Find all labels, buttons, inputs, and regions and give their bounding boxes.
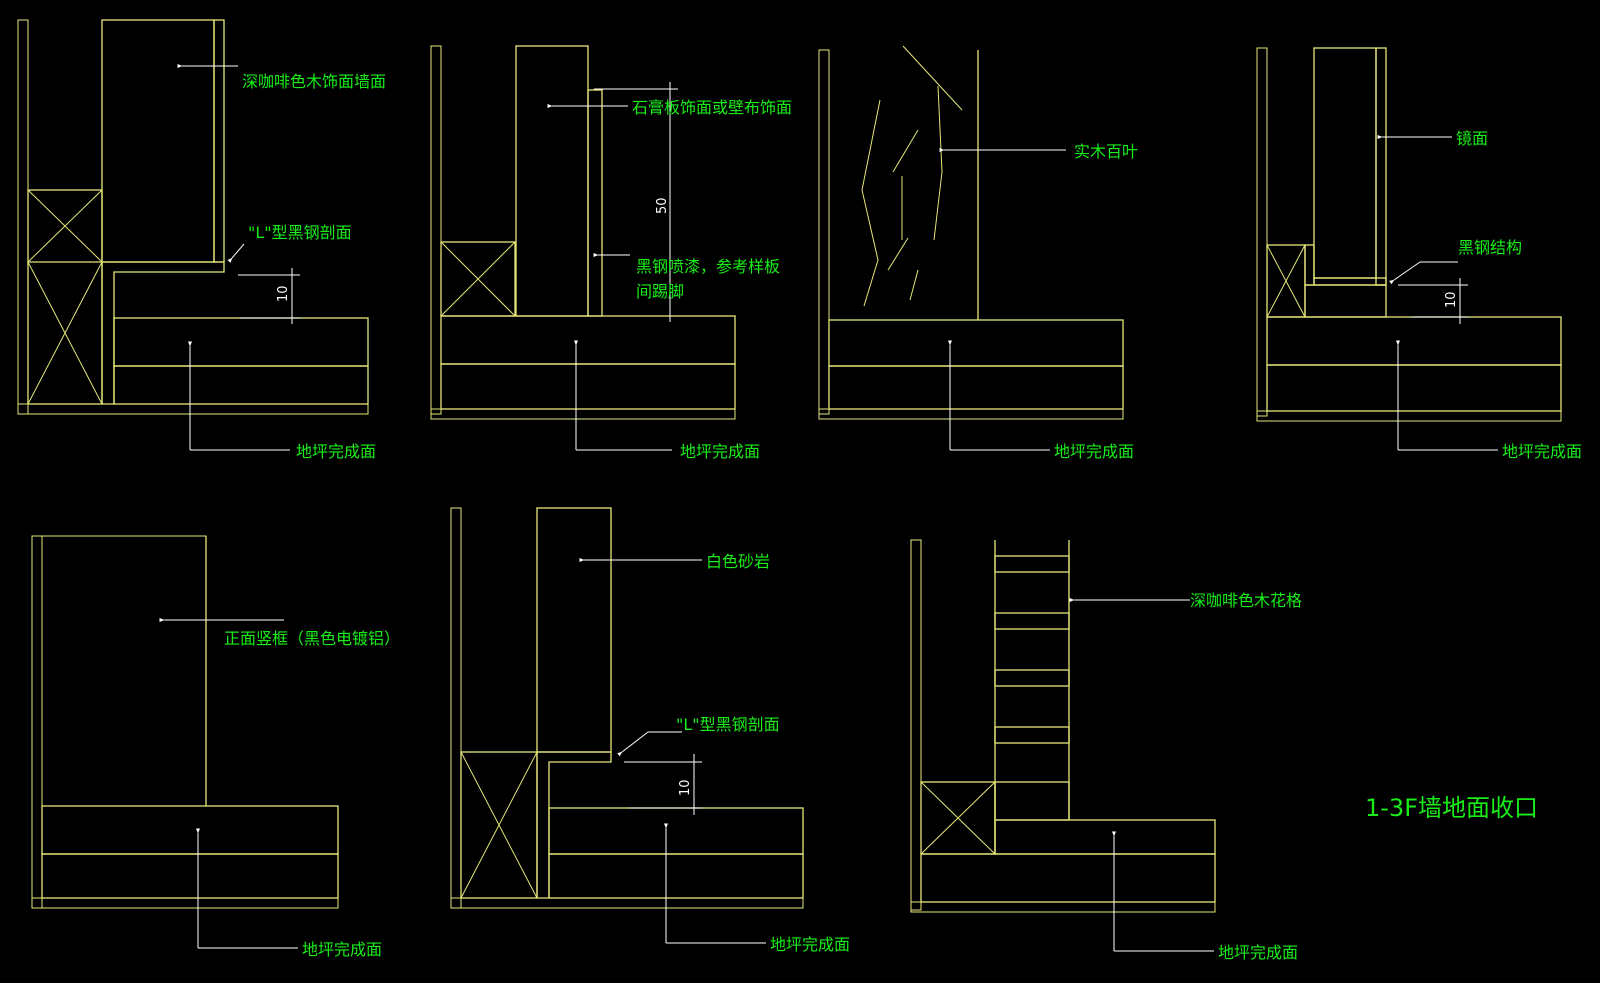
d1-leaders xyxy=(177,64,300,451)
detail-2: 50 石膏板饰面或壁布饰面 黑钢喷漆，参考样板 间踢脚 地坪完成面 xyxy=(430,45,792,461)
d1-structure xyxy=(17,19,369,415)
d5-label-frame: 正面竖框（黑色电镀铝） xyxy=(224,629,400,648)
d5-label-floor: 地坪完成面 xyxy=(302,940,382,959)
d2-structure xyxy=(430,45,736,420)
d3-louver-sketch-lines xyxy=(861,45,963,307)
d6-dim-10: 10 xyxy=(678,779,693,796)
d6-label-floor: 地坪完成面 xyxy=(770,935,850,954)
d1-label-l-steel: "L"型黑钢剖面 xyxy=(248,223,352,242)
d2-label-black-steel-line2: 间踢脚 xyxy=(636,282,684,301)
d4-label-mirror: 镜面 xyxy=(1456,129,1488,148)
d1-label-floor: 地坪完成面 xyxy=(296,442,376,461)
d4-structure xyxy=(1256,47,1562,422)
detail-3: 实木百叶 地坪完成面 xyxy=(818,45,1138,461)
d2-label-black-steel-line1: 黑钢喷漆，参考样板 xyxy=(636,257,780,276)
d2-dim-50: 50 xyxy=(655,197,670,214)
d3-label-louver: 实木百叶 xyxy=(1074,142,1138,161)
d7-label-lattice: 深咖啡色木花格 xyxy=(1190,591,1302,610)
detail-5: 正面竖框（黑色电镀铝） 地坪完成面 xyxy=(31,535,400,959)
d3-label-floor: 地坪完成面 xyxy=(1054,442,1134,461)
d1-label-wood-wall: 深咖啡色木饰面墙面 xyxy=(242,72,386,91)
detail-4: 10 镜面 黑钢结构 地坪完成面 xyxy=(1256,47,1582,461)
d7-leaders xyxy=(1069,598,1214,952)
detail-6: 10 白色砂岩 "L"型黑钢剖面 地坪完成面 xyxy=(450,507,850,954)
d7-lattice-slats xyxy=(994,555,1070,821)
d2-label-gypsum: 石膏板饰面或壁布饰面 xyxy=(632,98,792,117)
detail-1: 10 深咖啡色木饰面墙面 "L"型黑钢剖面 地坪完成面 xyxy=(17,19,386,461)
d4-dim-10: 10 xyxy=(1444,291,1459,308)
d5-leaders xyxy=(159,618,298,949)
d6-leaders xyxy=(579,558,766,944)
d6-label-sandstone: 白色砂岩 xyxy=(706,552,770,571)
d6-label-l-steel: "L"型黑钢剖面 xyxy=(676,715,780,734)
d7-label-floor: 地坪完成面 xyxy=(1218,943,1298,962)
d3-structure xyxy=(818,45,1124,420)
d4-leaders xyxy=(1377,135,1498,451)
d3-leaders xyxy=(939,148,1066,451)
d5-structure xyxy=(31,535,339,909)
d6-structure xyxy=(450,507,804,909)
drawing-title: 1-3F墙地面收口 xyxy=(1365,794,1538,822)
d2-leaders xyxy=(547,82,678,451)
d7-structure xyxy=(910,539,1216,913)
d4-label-floor: 地坪完成面 xyxy=(1502,442,1582,461)
d1-dim-10: 10 xyxy=(276,285,291,302)
d2-label-floor: 地坪完成面 xyxy=(680,442,760,461)
d4-label-black-steel: 黑钢结构 xyxy=(1458,238,1522,257)
detail-7: 深咖啡色木花格 地坪完成面 xyxy=(910,539,1302,962)
